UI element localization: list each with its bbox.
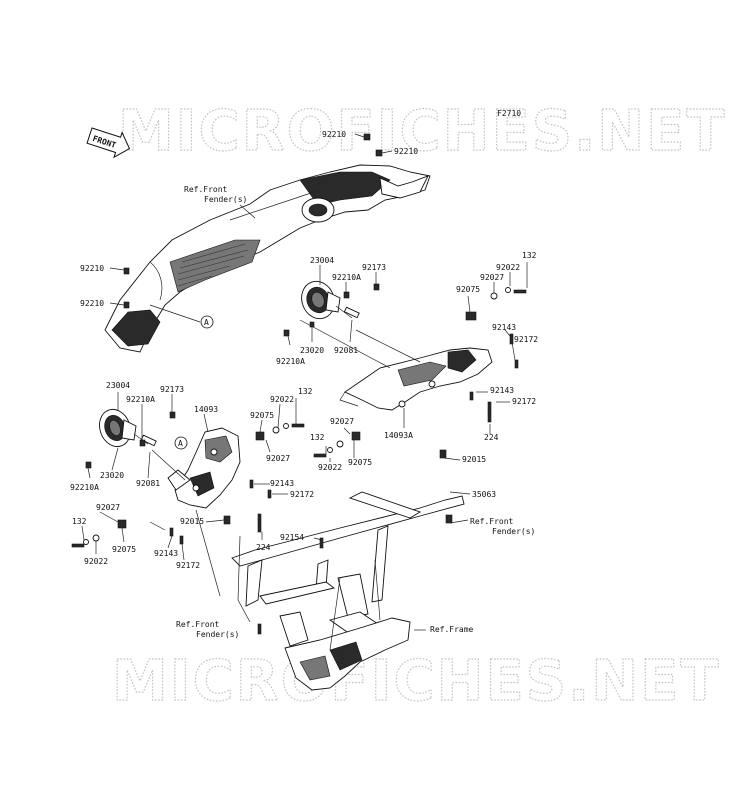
part-label: 35063 <box>472 490 496 499</box>
lower-frame <box>284 617 411 691</box>
part-label: 92022 <box>496 263 520 272</box>
part-label: 92027 <box>96 503 120 512</box>
part-label: 92210 <box>394 147 418 156</box>
bracket-14093 <box>167 427 241 509</box>
watermark-top: MICROFICHES.NET <box>118 99 727 164</box>
part-label: 132 <box>310 433 325 442</box>
part-label: 92027 <box>480 273 504 282</box>
part-label: 92210 <box>80 264 104 273</box>
part-label: 92081 <box>334 346 358 355</box>
part-label: 92022 <box>270 395 294 404</box>
bracket-14093A <box>339 347 493 411</box>
part-label: 92081 <box>136 479 160 488</box>
svg-text:A: A <box>178 439 183 448</box>
leader-lines <box>81 133 528 651</box>
part-label: 14093A <box>384 431 413 440</box>
svg-text:A: A <box>204 318 209 327</box>
part-label: 224 <box>256 543 271 552</box>
front-arrow-badge: FRONT <box>86 127 131 159</box>
part-labels: 92210 92210 92210 92210 23004 92210A 921… <box>70 130 538 570</box>
part-label: 92015 <box>180 517 204 526</box>
ref-front-fender-right-1: Ref.Front <box>470 517 514 526</box>
part-label: 92027 <box>330 417 354 426</box>
diagram-code: F2710 <box>497 109 521 118</box>
part-label: 92075 <box>112 545 136 554</box>
part-label: 92143 <box>154 549 178 558</box>
part-label: 92210A <box>70 483 99 492</box>
part-label: 92172 <box>512 397 536 406</box>
part-label: 92075 <box>250 411 274 420</box>
part-label: 92143 <box>270 479 294 488</box>
part-label: 92173 <box>362 263 386 272</box>
ref-front-fender-right-2: Fender(s) <box>492 527 535 536</box>
headlight-cover <box>104 164 431 353</box>
part-label: 92015 <box>462 455 486 464</box>
part-label: 92022 <box>318 463 342 472</box>
frame-pipes <box>231 491 465 647</box>
part-label: 23020 <box>300 346 324 355</box>
part-label: 132 <box>72 517 87 526</box>
part-label: 92172 <box>176 561 200 570</box>
part-label: 14093 <box>194 405 218 414</box>
part-label: 132 <box>522 251 537 260</box>
part-label: 23004 <box>106 381 130 390</box>
ref-front-fender-bottom-1: Ref.Front <box>176 620 220 629</box>
part-label: 92022 <box>84 557 108 566</box>
headlight-upper <box>301 280 360 320</box>
part-label: 92172 <box>290 490 314 499</box>
part-label: 132 <box>298 387 313 396</box>
ref-front-fender-bottom-2: Fender(s) <box>196 630 239 639</box>
part-label: 224 <box>484 433 499 442</box>
part-label: 23004 <box>310 256 334 265</box>
part-label: 92210 <box>322 130 346 139</box>
ref-circle-a-upper: A <box>200 315 214 329</box>
headlight-lower <box>99 408 157 448</box>
part-label: 92173 <box>160 385 184 394</box>
ref-frame: Ref.Frame <box>430 625 474 634</box>
part-label: 92154 <box>280 533 304 542</box>
part-label: 92210A <box>276 357 305 366</box>
ref-front-fender-top-2: Fender(s) <box>204 195 247 204</box>
part-label: 92210 <box>80 299 104 308</box>
part-label: 92172 <box>514 335 538 344</box>
part-label: 23020 <box>100 471 124 480</box>
part-label: 92075 <box>348 458 372 467</box>
part-label: 92210A <box>126 395 155 404</box>
watermark-bottom: MICROFICHES.NET <box>112 649 721 714</box>
part-label: 92075 <box>456 285 480 294</box>
part-label: 92210A <box>332 273 361 282</box>
part-label: 92027 <box>266 454 290 463</box>
ref-front-fender-top-1: Ref.Front <box>184 185 228 194</box>
part-label: 92143 <box>490 386 514 395</box>
part-label: 92143 <box>492 323 516 332</box>
ref-circle-a-lower: A <box>174 436 188 450</box>
